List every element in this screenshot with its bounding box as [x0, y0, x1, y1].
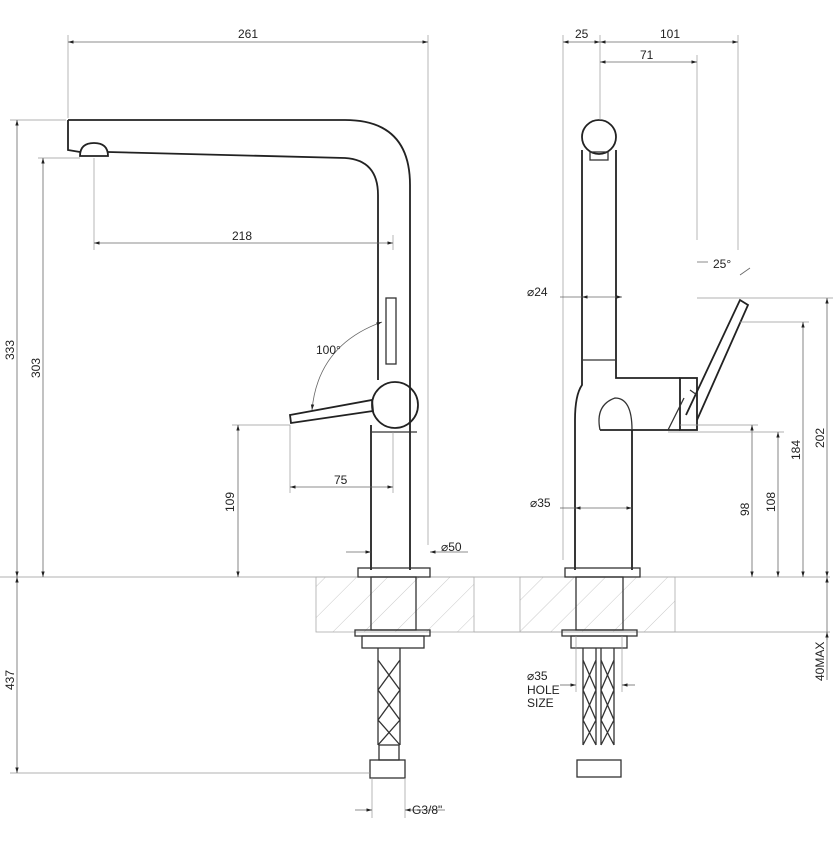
dim-261: 261	[238, 27, 258, 41]
mounting-nut	[361, 635, 425, 649]
dim-101: 101	[660, 27, 680, 41]
dim-spout-diameter: 24	[534, 285, 548, 299]
lever-hub	[371, 381, 419, 429]
dim-thread: G3/8"	[412, 803, 442, 817]
svg-text:⌀50: ⌀50	[441, 540, 462, 554]
dim-109: 109	[223, 492, 237, 512]
base-plate-side	[564, 567, 641, 578]
dim-218: 218	[232, 229, 252, 243]
dim-75: 75	[334, 473, 348, 487]
diameter-symbol: ⌀	[441, 540, 448, 554]
spout-inner	[107, 151, 379, 380]
lever-tilted	[685, 298, 750, 421]
front-view: 261 218 333 303 100° 109 75 ⌀50 437 G3/8…	[3, 27, 475, 818]
dim-437: 437	[3, 670, 17, 690]
dim-base-diameter: 50	[448, 540, 462, 554]
braided-hose-1	[582, 648, 597, 746]
dim-303: 303	[29, 358, 43, 378]
counter-section-front	[315, 576, 475, 633]
dim-hole-diameter: 35	[534, 669, 548, 683]
lever-raised-position	[385, 297, 397, 365]
svg-text:⌀24: ⌀24	[527, 285, 548, 299]
side-view: 25 101 71 25° ⌀24 ⌀35 98 108 184 202 40M…	[519, 27, 833, 778]
spout-head	[581, 119, 617, 155]
svg-text:⌀35: ⌀35	[530, 496, 551, 510]
hose-fittings	[576, 759, 622, 778]
hole-label-line1: HOLE	[527, 683, 560, 697]
diameter-symbol: ⌀	[527, 669, 534, 683]
dim-71: 71	[640, 48, 654, 62]
spout-outer	[68, 119, 411, 570]
braided-hose-2	[600, 648, 615, 746]
dim-108: 108	[764, 492, 778, 512]
column-back	[574, 150, 583, 570]
diameter-symbol: ⌀	[530, 496, 537, 510]
dim-tilt-angle: 25°	[713, 257, 731, 271]
aerator	[79, 142, 109, 157]
dim-25: 25	[575, 27, 589, 41]
dim-184: 184	[789, 440, 803, 460]
column-front	[600, 150, 680, 570]
dim-40max: 40MAX	[813, 642, 827, 681]
dim-body-diameter: 35	[537, 496, 551, 510]
dim-333: 333	[3, 340, 17, 360]
counter-section-side	[519, 576, 676, 633]
base-plate-front	[357, 567, 431, 578]
lever-handle	[289, 398, 374, 425]
hose-fitting	[369, 759, 406, 779]
handle-plate	[679, 377, 698, 431]
dim-202: 202	[813, 428, 827, 448]
hole-label-line2: SIZE	[527, 696, 554, 710]
dim-98: 98	[738, 502, 752, 516]
spout-tip	[67, 120, 81, 153]
braided-hose	[377, 648, 401, 746]
dim-lever-angle: 100°	[316, 343, 341, 357]
svg-text:⌀35: ⌀35	[527, 669, 548, 683]
diameter-symbol: ⌀	[527, 285, 534, 299]
